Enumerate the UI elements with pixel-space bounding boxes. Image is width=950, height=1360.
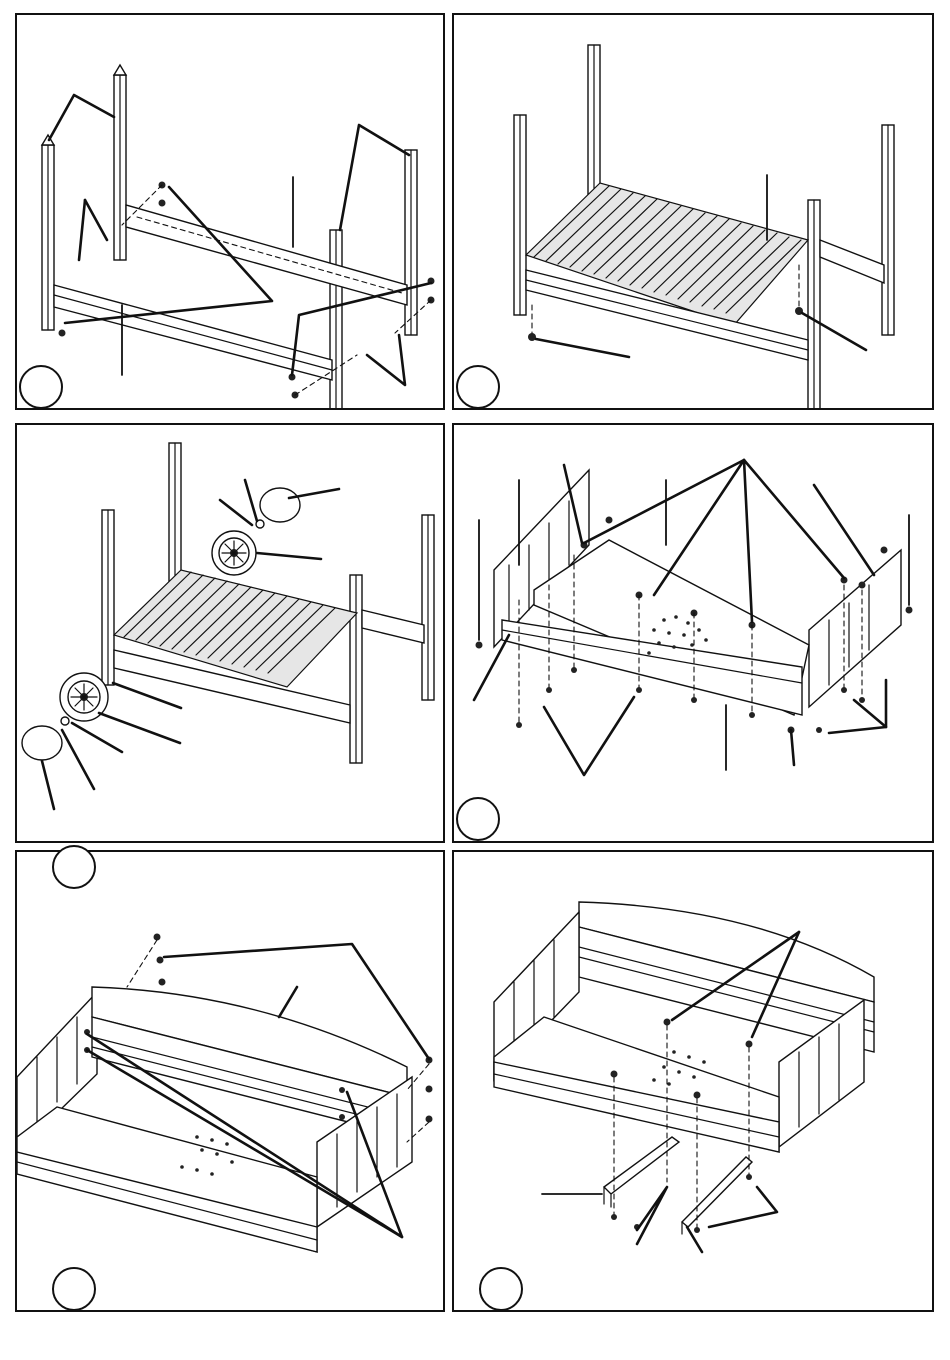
- base-tray: [17, 1107, 317, 1252]
- leg-front-right: [330, 230, 342, 408]
- hubcap-bottom: [22, 726, 62, 760]
- leg-rear-right: [882, 125, 894, 335]
- step-number-circle-bottom: [52, 1267, 96, 1311]
- rail-rear: [820, 240, 884, 283]
- assembly-step-panel-6: [452, 850, 934, 1312]
- step-number-circle: [479, 1267, 523, 1311]
- slatted-shelf: [526, 183, 808, 325]
- firebox-base-assembly-illustration: [454, 425, 932, 841]
- leg-rear-right: [405, 150, 417, 335]
- rail-rear: [126, 205, 407, 305]
- wheel-installation-illustration: [17, 425, 443, 841]
- leg-front-right: [808, 200, 820, 408]
- firebox-back-panel-illustration: [17, 852, 443, 1310]
- step-number-circle: [52, 845, 96, 889]
- firebox-support-brackets-illustration: [454, 852, 932, 1310]
- leg-front-left: [42, 135, 54, 330]
- washer-bottom: [61, 717, 69, 725]
- wheel-top: [212, 531, 256, 575]
- rail-front: [54, 285, 332, 380]
- slatted-shelf-installation-illustration: [454, 15, 932, 408]
- support-bracket-right: [682, 1157, 752, 1234]
- base-tray: [494, 1017, 779, 1152]
- frame-legs-and-rails-illustration: [17, 15, 443, 408]
- assembly-step-panel-3: [15, 423, 445, 843]
- hubcap-top: [260, 488, 300, 522]
- assembly-step-panel-2: [452, 13, 934, 410]
- assembly-step-panel-1: [15, 13, 445, 410]
- support-bracket-left: [604, 1137, 679, 1207]
- assembly-step-panel-4: [452, 423, 934, 843]
- leg-front-left: [514, 115, 526, 315]
- step-number-circle: [456, 365, 500, 409]
- assembly-step-panel-5: [15, 850, 445, 1312]
- leg-front-left: [102, 510, 114, 685]
- step-number-circle: [19, 365, 63, 409]
- rail-rear: [362, 610, 424, 643]
- leg-rear-right: [422, 515, 434, 700]
- step-number-circle: [456, 797, 500, 841]
- leg-rear-left: [114, 65, 126, 260]
- leg-front-right: [350, 575, 362, 763]
